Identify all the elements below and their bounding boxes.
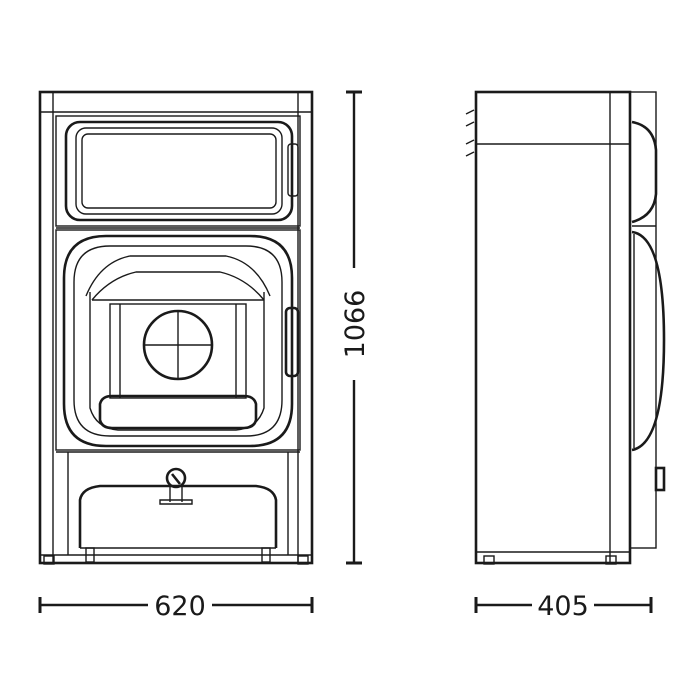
door-inner-rim (73, 245, 283, 437)
upper-window-outer (64, 120, 294, 222)
knob-bracket (159, 499, 193, 505)
side-front-strip (629, 91, 657, 549)
front-view (38, 90, 314, 565)
side-view (465, 90, 666, 565)
drum-bottom-tray (98, 394, 258, 430)
knob-indicator (170, 473, 182, 485)
drum-hood-inner (91, 271, 265, 301)
back-vent-1 (465, 109, 475, 115)
side-knob-projection (654, 466, 666, 492)
width-dimension-label: 620 (154, 591, 206, 622)
drawer-foot-left (85, 547, 95, 563)
upper-window-glass (81, 133, 277, 209)
ash-drawer (78, 484, 278, 548)
side-upper-window-profile (631, 120, 658, 224)
side-door-profile (631, 230, 666, 452)
air-control-knob (165, 467, 187, 489)
dimension-depth: 405 (474, 591, 653, 622)
upper-window-inner (75, 127, 283, 215)
side-foot-back (483, 555, 495, 565)
upper-viewing-window (55, 115, 301, 227)
side-foot-front (605, 555, 617, 565)
drum-back-wall (109, 303, 247, 399)
depth-dimension-label: 405 (537, 591, 589, 622)
door-outer-rim (62, 234, 294, 448)
side-body-outline (474, 90, 632, 565)
back-vent-3 (465, 139, 475, 145)
dimension-height: 1066 (340, 90, 371, 565)
upper-panel-frame (55, 115, 301, 227)
main-door (55, 229, 301, 451)
lower-section (40, 451, 312, 565)
foot-right (297, 555, 309, 565)
front-body-outline (38, 90, 314, 565)
foot-left (43, 555, 55, 565)
upper-window-handle (287, 143, 299, 197)
drawer-foot-right (261, 547, 271, 563)
drum-opening (89, 292, 265, 431)
drum-hood-outer (85, 255, 271, 297)
dimension-width: 620 (38, 591, 314, 622)
door-handle (284, 306, 300, 378)
door-panel-frame (55, 229, 301, 451)
height-dimension-label: 1066 (340, 290, 371, 359)
back-vent-4 (465, 151, 475, 157)
back-vent-2 (465, 121, 475, 127)
